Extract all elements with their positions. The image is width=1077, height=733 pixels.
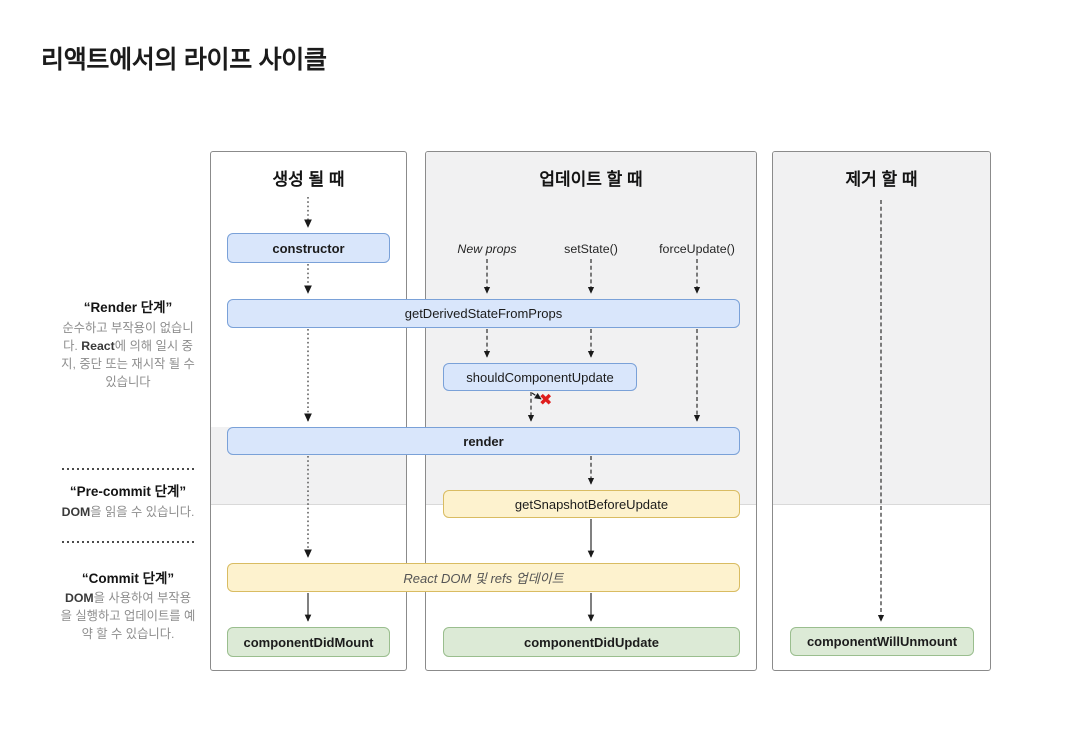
trigger-force-update: forceUpdate() xyxy=(659,242,735,256)
phase-desc-render-text-after: 에 의해 일시 중지, 중단 또는 재시작 될 수 있습니다 xyxy=(61,339,195,390)
method-component-did-update: componentDidUpdate xyxy=(443,627,740,657)
panel-update-header: 업데이트 할 때 xyxy=(539,170,643,189)
trigger-new-props: New props xyxy=(457,242,517,256)
page-title: 리액트에서의 라이프 사이클 xyxy=(41,46,327,74)
panel-mount: 생성 될 때 xyxy=(210,151,407,671)
render-phase-shade-unmount xyxy=(773,152,990,505)
phase-desc-pre-commit: DOM을 읽을 수 있습니다. xyxy=(60,503,196,521)
phase-desc-commit-text: 을 사용하여 부작용을 실행하고 업데이트를 예약 할 수 있습니다. xyxy=(60,591,196,642)
phase-desc-pre-commit-text: 을 읽을 수 있습니다. xyxy=(90,505,195,519)
phase-desc-render: 순수하고 부작용이 없습니다. React에 의해 일시 중지, 중단 또는 재… xyxy=(60,319,196,391)
phase-separator xyxy=(62,541,194,543)
panel-unmount-header: 제거 할 때 xyxy=(845,170,918,189)
phase-desc-render-text: 순수하고 부작용이 없습니다. xyxy=(62,321,194,354)
method-get-snapshot-before-update: getSnapshotBeforeUpdate xyxy=(443,490,740,518)
phase-desc-commit-keyword: DOM xyxy=(64,591,94,605)
phase-separator xyxy=(62,468,194,470)
panel-mount-header: 생성 될 때 xyxy=(272,170,345,189)
panel-unmount: 제거 할 때 xyxy=(772,151,991,671)
method-render: render xyxy=(227,427,740,455)
phase-label-render: “Render 단계” xyxy=(83,300,173,315)
phase-label-pre-commit: “Pre-commit 단계” xyxy=(69,484,187,499)
method-component-did-mount: componentDidMount xyxy=(227,627,390,657)
phase-label-commit: “Commit 단계” xyxy=(81,571,175,586)
phase-desc-render-keyword: React xyxy=(81,339,115,354)
method-get-derived-state-from-props: getDerivedStateFromProps xyxy=(227,299,740,328)
halt-x-icon: ✖ xyxy=(539,392,553,409)
method-constructor: constructor xyxy=(227,233,390,263)
step-react-dom-update: React DOM 및 refs 업데이트 xyxy=(227,563,740,592)
phase-desc-commit: DOM을 사용하여 부작용을 실행하고 업데이트를 예약 할 수 있습니다. xyxy=(60,589,196,643)
trigger-set-state: setState() xyxy=(564,242,618,256)
method-component-will-unmount: componentWillUnmount xyxy=(790,627,974,656)
method-should-component-update: shouldComponentUpdate xyxy=(443,363,637,391)
phase-desc-pre-commit-keyword: DOM xyxy=(61,505,91,519)
panel-update: 업데이트 할 때 xyxy=(425,151,757,671)
